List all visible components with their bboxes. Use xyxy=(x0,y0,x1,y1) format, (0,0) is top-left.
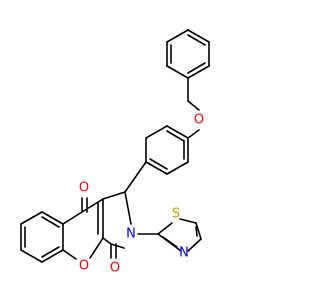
atom-label-layer: O O O O N N S xyxy=(79,113,204,276)
bond-double xyxy=(41,216,60,228)
bond xyxy=(89,237,104,259)
bond xyxy=(110,243,125,249)
molecule-canvas: O O O O N N S xyxy=(20,29,210,276)
bond xyxy=(124,191,132,225)
sulfur-atom-label: S xyxy=(172,207,180,222)
bond xyxy=(187,129,200,139)
bond xyxy=(41,249,64,263)
bond xyxy=(124,161,147,193)
bond-double xyxy=(195,226,198,237)
oxygen-atom-label: O xyxy=(110,261,120,276)
bond xyxy=(195,222,202,240)
bond xyxy=(187,29,210,43)
bond xyxy=(145,161,168,175)
bond xyxy=(145,125,168,139)
oxygen-atom-label: O xyxy=(194,113,204,128)
oxygen-atom-label: O xyxy=(79,259,89,274)
bond xyxy=(187,65,210,79)
bond xyxy=(166,29,189,43)
bond xyxy=(20,211,43,225)
nitrogen-atom-label: N xyxy=(179,246,189,261)
bond xyxy=(62,211,83,225)
chemical-structure-diagram: O O O O N N S xyxy=(20,29,210,276)
oxygen-atom-label: O xyxy=(79,181,89,196)
bond-double xyxy=(187,62,206,74)
bond xyxy=(166,125,189,139)
nitrogen-atom-label: N xyxy=(126,227,136,242)
bond xyxy=(62,249,77,260)
bond-layer xyxy=(20,29,210,263)
bond xyxy=(102,191,126,200)
bond xyxy=(20,249,43,263)
bond xyxy=(41,211,64,225)
bond xyxy=(166,161,189,175)
bond xyxy=(187,238,202,252)
bond xyxy=(166,65,189,79)
bond xyxy=(157,222,173,235)
bond xyxy=(179,218,197,224)
bond-double xyxy=(162,236,178,248)
bond-double xyxy=(187,34,206,46)
bond xyxy=(102,237,112,245)
bond-double xyxy=(41,246,60,258)
bond-double xyxy=(166,130,185,142)
bond xyxy=(187,100,200,111)
bond xyxy=(81,198,104,213)
bond-double xyxy=(149,158,168,170)
